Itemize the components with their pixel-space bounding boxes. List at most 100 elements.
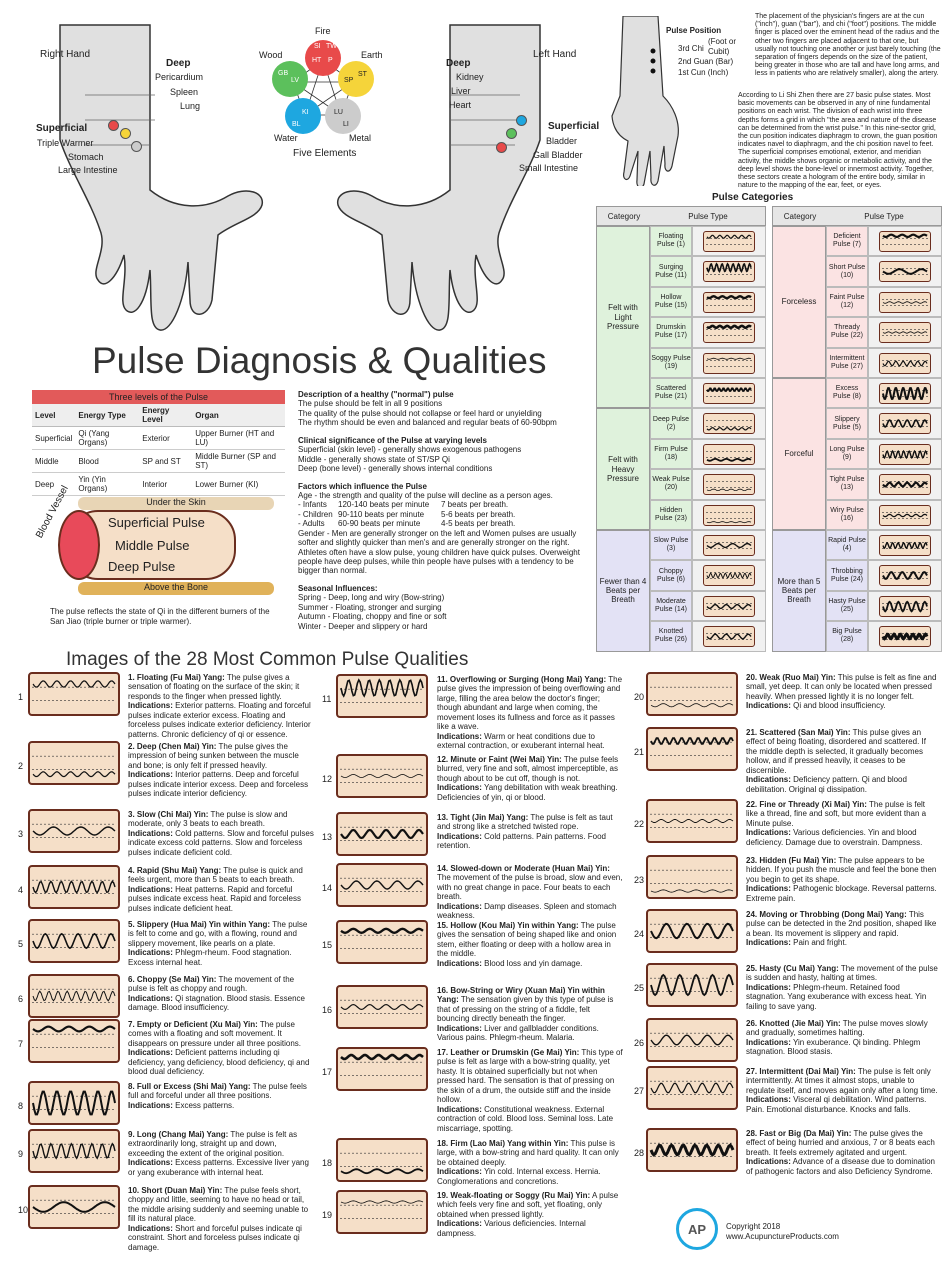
pulse-number: 19	[322, 1210, 333, 1220]
indications-label: Indications:	[746, 884, 791, 894]
category-cell: Forceful	[772, 378, 826, 530]
pulse-description: 26. Knotted (Jie Mai) Yin: The pulse mov…	[746, 1019, 938, 1057]
age-bpm: 120-140 beats per minute	[338, 500, 430, 510]
pulse-wave-thumbnail	[703, 504, 755, 526]
deep-label-left: Deep	[446, 58, 471, 69]
pulse-type-cell: Slippery Pulse (5)	[826, 408, 868, 439]
pulse-wave-image	[336, 863, 428, 907]
pulse-wave-thumbnail	[703, 383, 755, 404]
pulse-wave-thumbnail	[879, 595, 931, 617]
pulse-image-cell	[868, 621, 942, 652]
water-label: Water	[274, 133, 298, 143]
levels-header-energy-level: Energy Level	[139, 404, 193, 427]
website: www.AcupunctureProducts.com	[726, 1232, 839, 1241]
category-cell: Felt with Heavy Pressure	[596, 408, 650, 530]
pulse-image-cell	[868, 438, 942, 470]
indications-text: Liver and gallbladder conditions. Variou…	[437, 1023, 599, 1043]
pulse-image-cell	[868, 317, 942, 348]
indications-text: Exterior patterns. Floating and forceful…	[128, 701, 311, 739]
pulse-number: 12	[322, 774, 333, 784]
indications-label: Indications:	[746, 938, 791, 948]
vessel-note: The pulse reflects the state of Qi in th…	[50, 607, 270, 626]
pulse-wave-image	[646, 963, 738, 1007]
metal-label: Metal	[349, 133, 372, 143]
factors-heading: Factors which influence the Pulse	[298, 481, 427, 491]
pulse-heading: 3. Slow (Chi Mai) Yin:	[128, 810, 209, 819]
indications-text: Warm or heat conditions due to external …	[437, 731, 605, 751]
pulse-heading: 20. Weak (Ruo Mai) Yin:	[746, 673, 836, 682]
pulse-text: The pulse feels short, choppy and little…	[128, 1186, 309, 1224]
pulse-type-cell: Moderate Pulse (14)	[650, 590, 692, 622]
pulse-number: 27	[634, 1086, 645, 1096]
indications-label: Indications:	[746, 701, 791, 711]
element-code-gb: GB	[278, 70, 289, 77]
deep-pulse-label: Deep Pulse	[108, 559, 176, 574]
element-code-bl: BL	[292, 121, 301, 128]
table-cell: Lower Burner (KI)	[192, 472, 285, 496]
element-code-lu: LU	[334, 109, 343, 116]
pulse-image-cell	[692, 378, 766, 409]
pulse-heading: 21. Scattered (San Mai) Yin:	[746, 728, 851, 737]
pulse-wave-thumbnail	[703, 261, 755, 283]
pulse-heading: 10. Short (Duan Mai) Yin:	[128, 1186, 223, 1195]
indications-label: Indications:	[746, 982, 791, 992]
pulse-wave-image	[336, 754, 428, 798]
pulse-heading: 27. Intermittent (Dai Mai) Yin:	[746, 1067, 856, 1076]
pulse-description: 22. Fine or Thready (Xi Mai) Yin: The pu…	[746, 800, 938, 847]
indications-label: Indications:	[437, 901, 482, 911]
pulse-wave-image	[646, 727, 738, 771]
chi-label: 3rd Chi	[678, 44, 704, 53]
age-bpm: 60-90 beats per minute	[338, 519, 421, 529]
gender-paragraph: Gender - Men are generally stronger on t…	[298, 528, 580, 576]
table-cell: Middle	[32, 449, 76, 473]
pulse-type-cell: Wiry Pulse (16)	[826, 499, 868, 530]
pulse-wave-image	[336, 1138, 428, 1182]
age-bpm: 90-110 beats per minute	[338, 509, 425, 519]
indications-text: Short and forceful pulses indicate qi co…	[128, 1223, 302, 1252]
pulse-type-cell: Deep Pulse (2)	[650, 408, 692, 439]
pulse-wave-thumbnail	[879, 565, 931, 587]
pulse-type-cell: Tight Pulse (13)	[826, 469, 868, 500]
element-code-si: SI	[314, 43, 321, 50]
indications-label: Indications:	[437, 1104, 482, 1114]
table-cell: Middle Burner (SP and ST)	[192, 449, 285, 473]
age-bpb: 5-6 beats per breath.	[441, 509, 516, 519]
pulse-image-cell	[868, 256, 942, 287]
pulse-wave-image	[28, 1129, 120, 1173]
lung-label: Lung	[180, 101, 201, 111]
pulse-image-cell	[868, 469, 942, 500]
pulse-wave-thumbnail	[879, 291, 931, 313]
pulse-description: 19. Weak-floating or Soggy (Ru Mai) Yin:…	[437, 1191, 623, 1238]
pulse-description: 27. Intermittent (Dai Mai) Yin: The puls…	[746, 1067, 938, 1114]
pulse-text: The pulse feels full and forceful under …	[128, 1082, 307, 1101]
indications-label: Indications:	[128, 1100, 173, 1110]
pulse-number: 28	[634, 1148, 645, 1158]
pulse-wave-thumbnail	[879, 352, 931, 374]
pulse-text: This pulse is large, with a bow-string a…	[437, 1139, 619, 1167]
table-cell: Qi (Yang Organs)	[75, 426, 140, 450]
healthy-line: The pulse should be felt in all 9 positi…	[298, 399, 443, 409]
pulse-description: 2. Deep (Chen Mai) Yin: The pulse gives …	[128, 742, 314, 799]
category-col-header: Category	[607, 211, 641, 221]
pulse-number: 9	[18, 1149, 24, 1159]
indications-text: Cold patterns. Slow and forceful pulses …	[128, 828, 314, 857]
indications-label: Indications:	[128, 1158, 173, 1168]
pulse-wave-image	[28, 1185, 120, 1229]
indications-text: Phlegm-rheum. Retained food stagnation. …	[746, 982, 927, 1011]
pulse-type-cell: Hasty Pulse (25)	[826, 590, 868, 622]
indications-label: Indications:	[437, 731, 482, 741]
under-skin-band: Under the Skin	[78, 497, 274, 510]
levels-header-organ: Organ	[192, 404, 285, 427]
fire-dot-left	[496, 142, 507, 153]
pulse-wave-image	[336, 920, 428, 964]
pulse-type-cell: Long Pulse (9)	[826, 438, 868, 470]
pulse-type-cell: Choppy Pulse (6)	[650, 560, 692, 591]
healthy-line: The rhythm should be even and balanced a…	[298, 418, 557, 428]
pulse-text: The pulse is felt as taut and strong lik…	[437, 813, 613, 832]
pulse-text: The pulse gives the impression of being …	[437, 675, 623, 732]
indications-text: Damp diseases. Spleen and stomach weakne…	[437, 901, 617, 921]
pulse-wave-thumbnail	[879, 383, 931, 404]
pulse-number: 14	[322, 883, 333, 893]
table-cell: SP and ST	[139, 449, 193, 473]
indications-text: Interior patterns. Deep and forceful pul…	[128, 770, 309, 799]
